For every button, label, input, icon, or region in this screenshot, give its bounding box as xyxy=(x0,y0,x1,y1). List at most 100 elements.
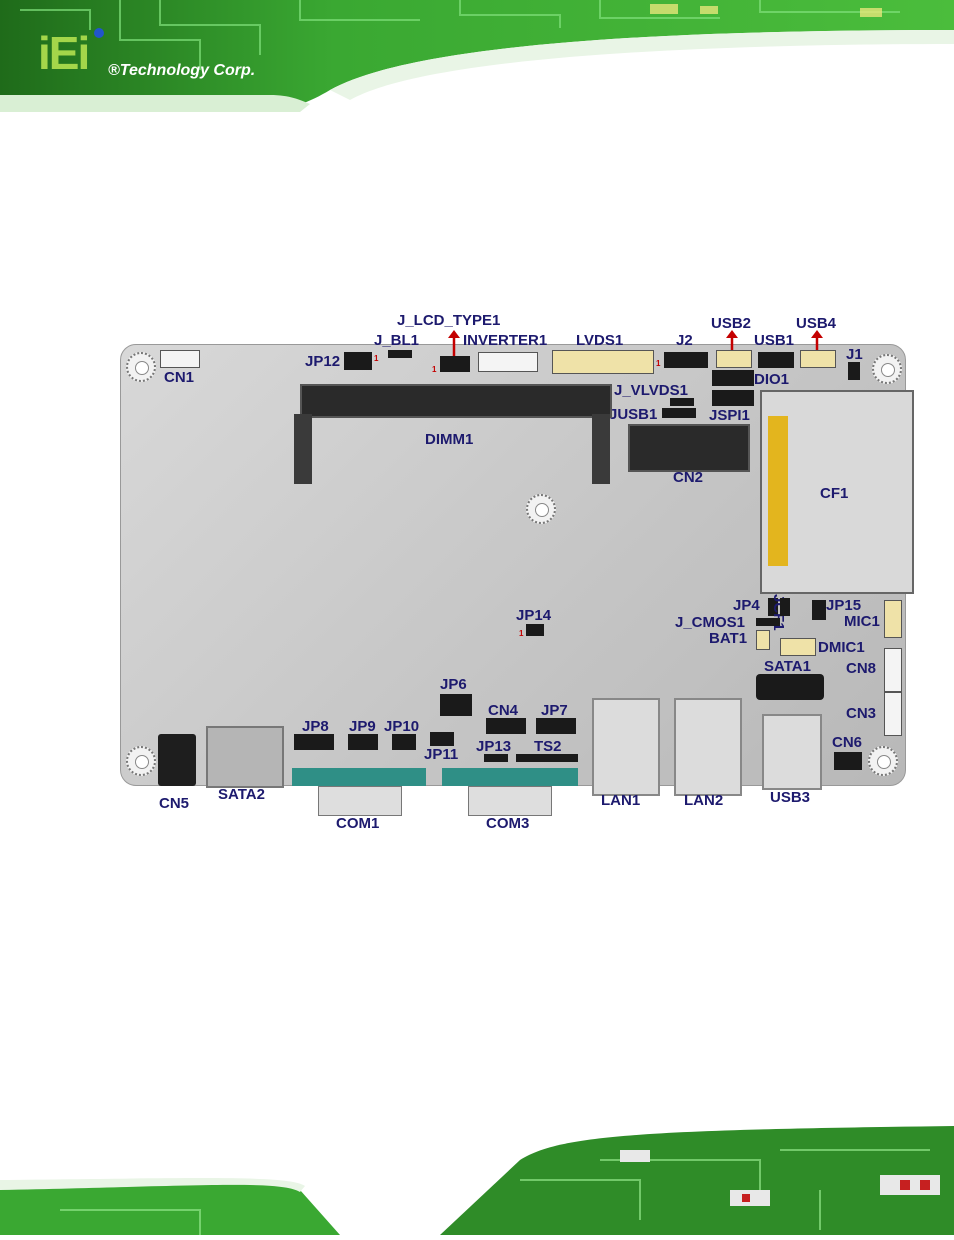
jp7-header xyxy=(536,718,576,734)
com3-label: COM3 xyxy=(486,816,529,831)
jp8-header xyxy=(294,734,334,750)
cn3-label: CN3 xyxy=(846,706,876,721)
lan2-label: LAN2 xyxy=(684,793,723,808)
jp11-label: JP11 xyxy=(424,747,458,762)
jp15-label: JP15 xyxy=(826,598,861,613)
sata1-connector xyxy=(756,674,824,700)
j-vlvds1-header xyxy=(670,398,694,406)
jp9-header xyxy=(348,734,378,750)
jp12-label: JP12 xyxy=(305,354,340,369)
cn6-label: CN6 xyxy=(832,735,862,750)
usb4-arrow-icon xyxy=(810,330,824,350)
cn1-label: CN1 xyxy=(164,370,194,385)
inverter1-label: INVERTER1 xyxy=(463,333,547,348)
jp14-pin1-marker: 1 xyxy=(519,630,523,638)
cn2-slot xyxy=(628,424,750,472)
cn8-label: CN8 xyxy=(846,661,876,676)
cn2-label: CN2 xyxy=(673,470,703,485)
mounting-hole xyxy=(872,354,902,384)
usb2-connector xyxy=(716,350,752,368)
usb4-connector xyxy=(800,350,836,368)
jp14-header xyxy=(526,624,544,636)
j1-header xyxy=(848,362,860,380)
usb1-label: USB1 xyxy=(754,333,794,348)
com1-connector xyxy=(292,768,426,786)
lan1-connector xyxy=(592,698,660,796)
jp10-header xyxy=(392,734,416,750)
cf1-label: CF1 xyxy=(820,486,848,501)
sata2-connector xyxy=(206,726,284,788)
inverter1-connector xyxy=(478,352,538,372)
j-vlvds1-label: J_VLVDS1 xyxy=(614,383,688,398)
mounting-hole xyxy=(868,746,898,776)
bat1-connector xyxy=(756,630,770,650)
com3-connector xyxy=(442,768,578,786)
jspi1-label: JSPI1 xyxy=(709,408,750,423)
jp6-header xyxy=(440,694,472,716)
dmic1-label: DMIC1 xyxy=(818,640,865,655)
lvds1-connector xyxy=(552,350,654,374)
cn5-label: CN5 xyxy=(159,796,189,811)
jp13-header xyxy=(484,754,508,762)
dimm1-slot xyxy=(300,384,612,418)
j2-label: J2 xyxy=(676,333,693,348)
cn1-connector xyxy=(160,350,200,368)
dimm1-latch-right xyxy=(592,414,610,484)
com1-label: COM1 xyxy=(336,816,379,831)
jp14-label: JP14 xyxy=(516,608,551,623)
jp15-header xyxy=(812,600,826,620)
cn5-connector xyxy=(158,734,196,786)
jp13-label: JP13 xyxy=(476,739,511,754)
jusb1-label: JUSB1 xyxy=(609,407,657,422)
mounting-hole xyxy=(126,746,156,776)
jp12-pin1-marker: 1 xyxy=(374,355,378,363)
cn8-connector xyxy=(884,648,902,692)
dio1-header xyxy=(712,370,754,386)
j2-pin1-marker: 1 xyxy=(656,360,660,368)
jp8-label: JP8 xyxy=(302,719,329,734)
mic1-label: MIC1 xyxy=(844,614,880,629)
sata1-label: SATA1 xyxy=(764,659,811,674)
j-bl1-header xyxy=(388,350,412,358)
jp9-label: JP9 xyxy=(349,719,376,734)
usb3-label: USB3 xyxy=(770,790,810,805)
dimm1-label: DIMM1 xyxy=(425,432,473,447)
lan1-label: LAN1 xyxy=(601,793,640,808)
dio1-label: DIO1 xyxy=(754,372,789,387)
j-lcd-type1-header xyxy=(440,356,470,372)
cn3-connector xyxy=(884,692,902,736)
j-lcd-type1-arrow-icon xyxy=(447,330,461,356)
com3-shell xyxy=(468,786,552,816)
usb2-arrow-icon xyxy=(725,330,739,350)
j-cmos1-header xyxy=(756,618,780,626)
jp11-header xyxy=(430,732,454,746)
jp10-label: JP10 xyxy=(384,719,419,734)
ts2-label: TS2 xyxy=(534,739,562,754)
cn4-header xyxy=(486,718,526,734)
jp4-label: JP4 xyxy=(733,598,760,613)
lvds1-label: LVDS1 xyxy=(576,333,623,348)
cn4-label: CN4 xyxy=(488,703,518,718)
j-lcd-type1-label: J_LCD_TYPE1 xyxy=(397,313,500,328)
jcf1-header xyxy=(780,598,790,616)
cf1-contacts xyxy=(768,416,788,566)
jp7-label: JP7 xyxy=(541,703,568,718)
cn6-connector xyxy=(834,752,862,770)
j-lcd-type1-pin1-marker: 1 xyxy=(432,366,436,374)
usb3-connector xyxy=(762,714,822,790)
mounting-hole xyxy=(126,352,156,382)
usb2-label: USB2 xyxy=(711,316,751,331)
jspi1-header xyxy=(712,390,754,406)
dmic1-connector xyxy=(780,638,816,656)
sata2-label: SATA2 xyxy=(218,787,265,802)
dimm1-latch-left xyxy=(294,414,312,484)
lan2-connector xyxy=(674,698,742,796)
j-bl1-label: J_BL1 xyxy=(374,333,419,348)
jusb1-header xyxy=(662,408,696,418)
j1-label: J1 xyxy=(846,347,863,362)
usb1-header xyxy=(758,352,794,368)
ts2-header xyxy=(516,754,578,762)
com1-shell xyxy=(318,786,402,816)
mic1-connector xyxy=(884,600,902,638)
